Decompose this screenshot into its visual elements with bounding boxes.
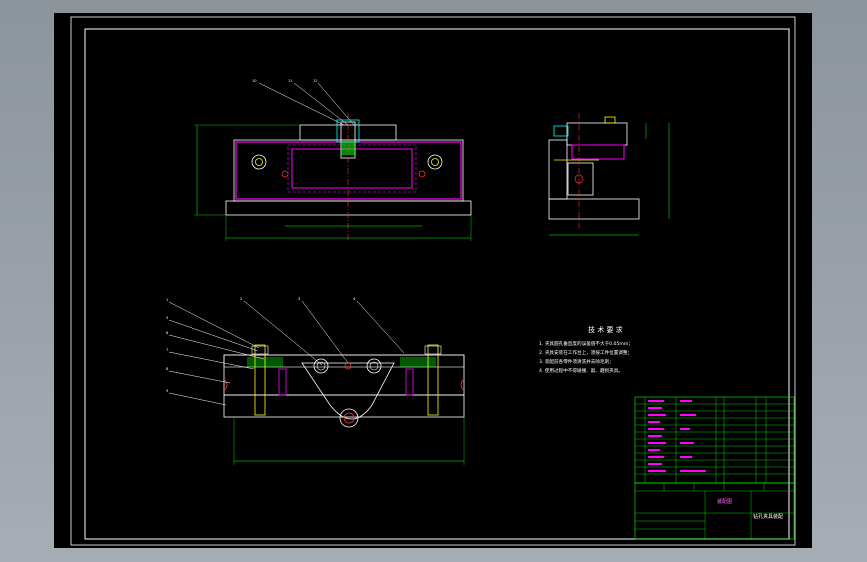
front-view-handle-right	[460, 378, 465, 392]
tech-req-line-1: 1. 夹具圆孔垂直度的误差值不大于0.05mm；	[539, 340, 633, 347]
callout-2: 2	[240, 297, 242, 301]
parts-list-rows	[635, 397, 794, 483]
side-view	[548, 113, 670, 236]
front-view-bolt-right	[427, 344, 439, 416]
callout-11: 11	[288, 79, 293, 83]
leader-5	[168, 319, 259, 352]
side-view-slider	[567, 162, 594, 196]
top-view: 10 11 12	[194, 79, 472, 241]
leader-6	[168, 334, 265, 360]
tech-req-line-3: 3. 装配前各零件须清洗并去除毛刺；	[539, 358, 614, 365]
leader-4	[356, 300, 405, 354]
front-view-hole-left-inner	[316, 361, 326, 371]
top-view-bolt-right-inner	[431, 158, 439, 166]
leader-2	[243, 300, 323, 366]
leader-10	[258, 82, 345, 126]
leader-11	[293, 82, 349, 126]
front-view-pivot-inner	[343, 412, 355, 424]
cad-viewport[interactable]: 10 11 12	[54, 13, 812, 548]
callout-7: 7	[166, 348, 168, 352]
front-view-hole-right-inner	[369, 361, 379, 371]
side-view-arm	[566, 122, 628, 146]
leader-8	[168, 370, 231, 384]
front-view-hole-right	[366, 358, 382, 374]
top-view-bolt-left-inner	[255, 158, 263, 166]
front-view-screw-left	[278, 368, 287, 396]
top-view-bolt-left	[251, 154, 267, 170]
top-view-pin-right	[418, 170, 426, 178]
title-block-grid	[635, 483, 794, 539]
front-view-swing-arm	[301, 362, 395, 420]
side-view-nut	[604, 116, 616, 124]
callout-5: 5	[166, 316, 168, 320]
callout-9: 9	[166, 389, 169, 393]
assembly-drawing: 10 11 12	[70, 16, 796, 546]
callout-8: 8	[166, 367, 169, 371]
technical-requirements: 技 术 要 求 1. 夹具圆孔垂直度的误差值不大于0.05mm； 2. 夹具安装…	[539, 325, 633, 374]
sheet-inner-border	[84, 28, 790, 540]
callout-4: 4	[353, 297, 356, 301]
front-view-hatch-right	[400, 357, 436, 367]
side-view-clamp	[571, 144, 625, 160]
front-view-screw-right	[405, 368, 414, 396]
callout-1: 1	[166, 298, 168, 302]
leader-7	[168, 351, 255, 370]
side-view-column	[548, 139, 568, 200]
front-view-bolt-left-head	[251, 345, 269, 355]
front-view-handle-left	[223, 378, 228, 392]
side-view-base	[548, 198, 640, 220]
front-view-hole-left	[313, 358, 329, 374]
leader-9	[168, 392, 227, 406]
leader-12	[317, 82, 355, 126]
side-view-bushing	[553, 125, 569, 137]
tech-req-title: 技 术 要 求	[588, 325, 623, 334]
top-view-pin-left	[281, 170, 289, 178]
callout-12: 12	[313, 79, 318, 83]
front-view-bolt-left	[254, 344, 266, 416]
title-block: 装配图 钻孔夹具装配	[634, 396, 795, 540]
callout-6: 6	[166, 331, 169, 335]
front-view-top-plate	[223, 354, 465, 368]
front-view-bolt-right-head	[424, 345, 442, 355]
front-view-hole-center	[344, 362, 352, 370]
title-block-sub-label: 装配图	[717, 498, 732, 505]
top-view-bolt-right	[427, 154, 443, 170]
top-view-inner-slot	[287, 144, 417, 193]
sheet-outer-border	[70, 16, 796, 546]
tech-req-line-2: 2. 夹具安装在工作台上，须按工件位置调整；	[539, 349, 632, 356]
front-view-pivot	[339, 408, 359, 428]
front-view: 1 2 3 4 5 6 7 8 9	[166, 297, 465, 465]
title-block-frame	[634, 482, 795, 540]
tech-req-line-4: 4. 使用过程中不得碰撞、敲、磨损夹具。	[539, 367, 623, 374]
title-block-drawing-name: 钻孔夹具装配	[753, 513, 783, 520]
top-view-base-plate	[225, 200, 472, 216]
leader-1	[168, 301, 260, 349]
leader-3	[301, 300, 349, 364]
parts-list-entries	[648, 400, 706, 472]
callout-10: 10	[252, 79, 257, 83]
callout-3: 3	[298, 297, 300, 301]
